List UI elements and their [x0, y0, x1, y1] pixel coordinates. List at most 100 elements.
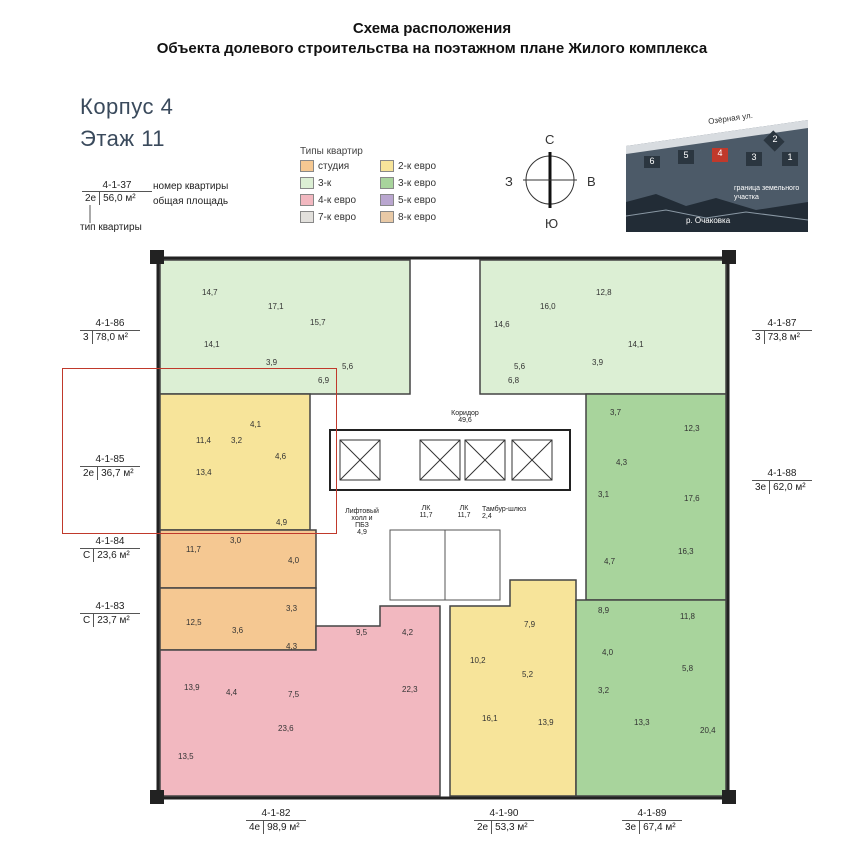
floor-title: Этаж 11: [80, 126, 166, 151]
room-area: 13,9: [184, 683, 200, 692]
apartment-number: 4-1-90: [474, 808, 534, 821]
room-area: 3,9: [266, 358, 278, 367]
legend-swatch: [300, 160, 314, 172]
room-area: 17,6: [684, 494, 700, 503]
room-area: 4,0: [288, 556, 300, 565]
apartment-area: 78,0 м²: [95, 332, 129, 343]
korpus-title: Корпус 4: [80, 94, 174, 119]
room-area: 4,3: [616, 458, 628, 467]
apartment-area: 73,8 м²: [767, 332, 801, 343]
corridor-area: 49,6: [458, 417, 472, 424]
apt-4-1-84-shape: [159, 529, 317, 589]
apt-4-1-85-shape: [159, 393, 311, 531]
legend-label: 8-к евро: [398, 211, 437, 223]
legend-item: 4-к евро: [300, 194, 380, 206]
room-area: 4,1: [250, 420, 262, 429]
legend-item: 3-к: [300, 177, 380, 189]
apt-4-1-89-shape: [575, 599, 727, 797]
apartment-area: 62,0 м²: [773, 482, 806, 493]
room-area: 20,4: [700, 726, 716, 735]
room-area: 4,4: [226, 688, 238, 697]
apt-4-1-86-shape: [159, 259, 411, 395]
floor-plan: [150, 250, 736, 804]
legend-item: 7-к евро: [300, 211, 380, 223]
room-area: 9,5: [356, 628, 368, 637]
apartment-type: 3: [752, 331, 765, 344]
site-map: Озёрная ул. р. Очаковка граница земельно…: [626, 98, 808, 232]
site-border: граница земельного участка: [734, 185, 800, 201]
room-area: 4,2: [402, 628, 414, 637]
legend-swatch: [380, 194, 394, 206]
room-area: 14,6: [494, 320, 510, 329]
apartment-number: 4-1-83: [80, 601, 140, 614]
room-area: 14,1: [204, 340, 220, 349]
room-area: 3,3: [286, 604, 298, 613]
legend-item: 2-к евро: [380, 160, 460, 172]
room-area: 17,1: [268, 302, 284, 311]
room-area: 14,1: [628, 340, 644, 349]
site-river: р. Очаковка: [686, 216, 731, 225]
legend-title: Типы квартир: [300, 146, 363, 157]
room-area: 13,5: [178, 752, 194, 761]
lk2-area: 11,7: [457, 512, 471, 519]
room-area: 5,6: [514, 362, 526, 371]
legend-label: 2-к евро: [398, 160, 437, 172]
apartment-area: 23,6 м²: [97, 550, 130, 561]
legend-item: студия: [300, 160, 380, 172]
apartment-area: 53,3 м²: [495, 822, 528, 833]
room-area: 16,1: [482, 714, 498, 723]
legend-swatch: [380, 160, 394, 172]
apartment-type: С: [80, 614, 95, 627]
legend-label: 7-к евро: [318, 211, 357, 223]
apartment-type: 3е: [622, 821, 641, 834]
apt-4-1-83-shape: [159, 587, 317, 651]
key-type-label: тип квартиры: [80, 222, 142, 233]
apartment-type: 2е: [80, 467, 99, 480]
tambur-label: Тамбур-шлюз 2,4: [482, 506, 527, 520]
legend-item: 8-к евро: [380, 211, 460, 223]
lk2-name: ЛК: [459, 505, 469, 512]
room-area: 5,6: [342, 362, 354, 371]
room-area: 12,8: [596, 288, 612, 297]
corridor-name: Коридор: [451, 410, 479, 417]
legend-label: 3-к евро: [398, 177, 437, 189]
room-area: 4,9: [276, 518, 288, 527]
room-area: 3,0: [230, 536, 242, 545]
room-area: 5,8: [682, 664, 694, 673]
room-area: 4,0: [602, 648, 614, 657]
room-area: 11,7: [186, 545, 201, 554]
room-area: 5,2: [522, 670, 534, 679]
room-area: 3,2: [598, 686, 610, 695]
room-area: 13,9: [538, 718, 554, 727]
room-area: 4,3: [286, 642, 298, 651]
room-area: 3,1: [598, 490, 610, 499]
site-block-4: 4: [712, 148, 728, 162]
lk1-name: ЛК: [421, 505, 431, 512]
header-line-2: Объекта долевого строительства на поэтаж…: [156, 40, 708, 57]
key-area-label: общая площадь: [153, 196, 229, 207]
room-area: 12,3: [684, 424, 700, 433]
lk1-area: 11,7: [419, 512, 433, 519]
room-area: 11,8: [680, 612, 695, 621]
apartment-number: 4-1-88: [752, 468, 812, 481]
site-block-5: 5: [678, 150, 694, 164]
selected-apartment-highlight: [62, 368, 337, 534]
apartment-area: 67,4 м²: [643, 822, 676, 833]
apartment-number: 4-1-85: [80, 454, 140, 467]
apartment-number: 4-1-87: [752, 318, 812, 331]
room-area: 13,3: [634, 718, 650, 727]
apartment-area: 36,7 м²: [101, 468, 134, 479]
room-area: 12,5: [186, 618, 202, 627]
room-area: 3,7: [610, 408, 622, 417]
